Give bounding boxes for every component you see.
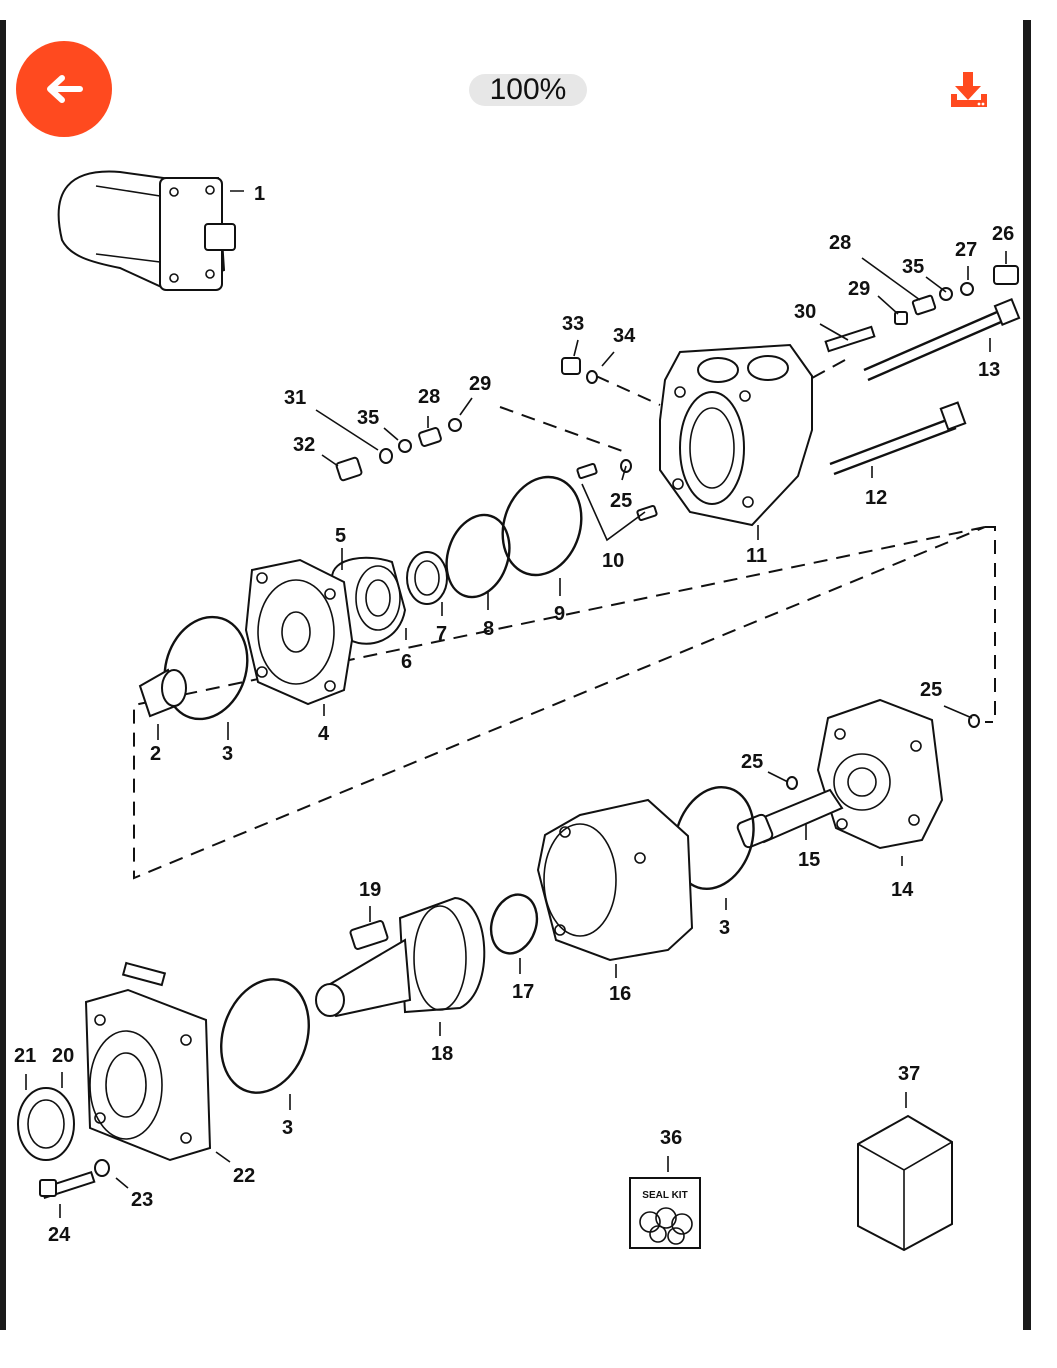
callout-number: 31 — [284, 387, 306, 409]
callout-number: 3 — [222, 743, 233, 765]
callout-number: 5 — [335, 525, 346, 547]
seal-kit-part-36[interactable]: SEAL KIT — [629, 1177, 701, 1249]
small-valve-parts[interactable] — [335, 265, 1019, 522]
callout-number: 35 — [902, 256, 924, 278]
callout-number: 13 — [978, 359, 1000, 381]
ring-part-7[interactable] — [406, 551, 448, 605]
callout-number: 16 — [609, 983, 631, 1005]
o-ring-part-17[interactable] — [484, 889, 544, 960]
callout-number: 25 — [610, 490, 632, 512]
callout-number: 1 — [254, 183, 265, 205]
callout-number: 11 — [746, 545, 767, 567]
callout-number: 29 — [848, 278, 870, 300]
drive-shaft-part-15[interactable] — [736, 788, 844, 849]
viewer-frame-left — [0, 20, 6, 1330]
callout-number: 34 — [613, 325, 636, 347]
retaining-ring-part-3-upper[interactable] — [152, 606, 260, 730]
coupling-part-2[interactable] — [138, 668, 187, 718]
callout-number: 2 — [150, 743, 161, 765]
callout-number: 26 — [992, 223, 1014, 245]
callout-number: 7 — [436, 623, 447, 645]
callout-number: 20 — [52, 1045, 74, 1067]
o-ring-part-8[interactable] — [436, 507, 519, 605]
callout-number: 36 — [660, 1127, 682, 1149]
callout-number: 33 — [562, 313, 584, 335]
callout-number: 19 — [359, 879, 381, 901]
arrow-left-icon — [47, 75, 83, 103]
motor-housing-part-16[interactable] — [536, 798, 694, 962]
callout-number: 23 — [131, 1189, 153, 1211]
callout-number: 25 — [920, 679, 942, 701]
callout-number: 14 — [891, 879, 914, 901]
zoom-level-badge: 100% — [469, 74, 587, 106]
end-plate-part-4[interactable] — [244, 558, 354, 706]
callout-number: 18 — [431, 1043, 453, 1065]
callout-number: 25 — [741, 751, 763, 773]
output-shaft-part-18[interactable] — [315, 896, 486, 1018]
gear-plate-part-14[interactable] — [816, 698, 944, 850]
o-ring-part-3-lower[interactable] — [207, 968, 323, 1104]
back-button[interactable] — [16, 41, 112, 137]
callout-number: 17 — [512, 981, 534, 1003]
package-box-part-37[interactable] — [857, 1114, 953, 1252]
o-ring-part-25-mid[interactable] — [786, 776, 798, 790]
callout-number: 24 — [48, 1224, 71, 1246]
callout-number: 29 — [469, 373, 491, 395]
callout-number: 15 — [798, 849, 820, 871]
viewer-frame-right[interactable] — [1023, 20, 1031, 1330]
shaft-seal-part-20[interactable] — [17, 1087, 75, 1161]
bolt-part-12[interactable] — [829, 401, 967, 476]
port-dashed-line — [499, 359, 846, 453]
callout-number: 21 — [14, 1045, 36, 1067]
download-icon — [951, 72, 987, 107]
callout-number: 27 — [955, 239, 977, 261]
callout-labels: 1 2 3 3 3 4 5 6 7 8 9 10 11 12 13 14 15 … — [14, 183, 1014, 1246]
exploded-parts-diagram[interactable]: SEAL KIT 1 2 3 3 3 4 5 6 7 8 9 10 11 12 … — [0, 150, 1057, 1368]
callout-number: 28 — [829, 232, 851, 254]
callout-number: 3 — [282, 1117, 293, 1139]
callout-number: 22 — [233, 1165, 255, 1187]
bolt-part-13[interactable] — [863, 298, 1021, 382]
seal-kit-label: SEAL KIT — [642, 1190, 687, 1201]
download-button[interactable] — [948, 70, 992, 110]
callout-number: 30 — [794, 301, 816, 323]
callout-number: 10 — [602, 550, 624, 572]
bolt-part-24[interactable] — [39, 1170, 96, 1200]
callout-number: 28 — [418, 386, 440, 408]
callout-number: 32 — [293, 434, 315, 456]
washer-part-23[interactable] — [94, 1159, 110, 1177]
callout-number: 6 — [401, 651, 412, 673]
motor-assembly-part-1[interactable] — [57, 170, 236, 292]
key-part-19[interactable] — [349, 920, 389, 950]
callout-number: 8 — [483, 618, 494, 640]
leader-lines — [25, 190, 1007, 1218]
o-ring-part-9[interactable] — [490, 467, 593, 586]
callout-number: 12 — [865, 487, 887, 509]
mounting-flange-part-22[interactable] — [84, 961, 212, 1162]
callout-number: 4 — [318, 723, 330, 745]
callout-number: 9 — [554, 603, 565, 625]
callout-number: 35 — [357, 407, 379, 429]
valve-housing-part-11[interactable] — [659, 343, 813, 527]
callout-number: 37 — [898, 1063, 920, 1085]
assembly-dashed-line — [133, 526, 996, 880]
callout-number: 3 — [719, 917, 730, 939]
